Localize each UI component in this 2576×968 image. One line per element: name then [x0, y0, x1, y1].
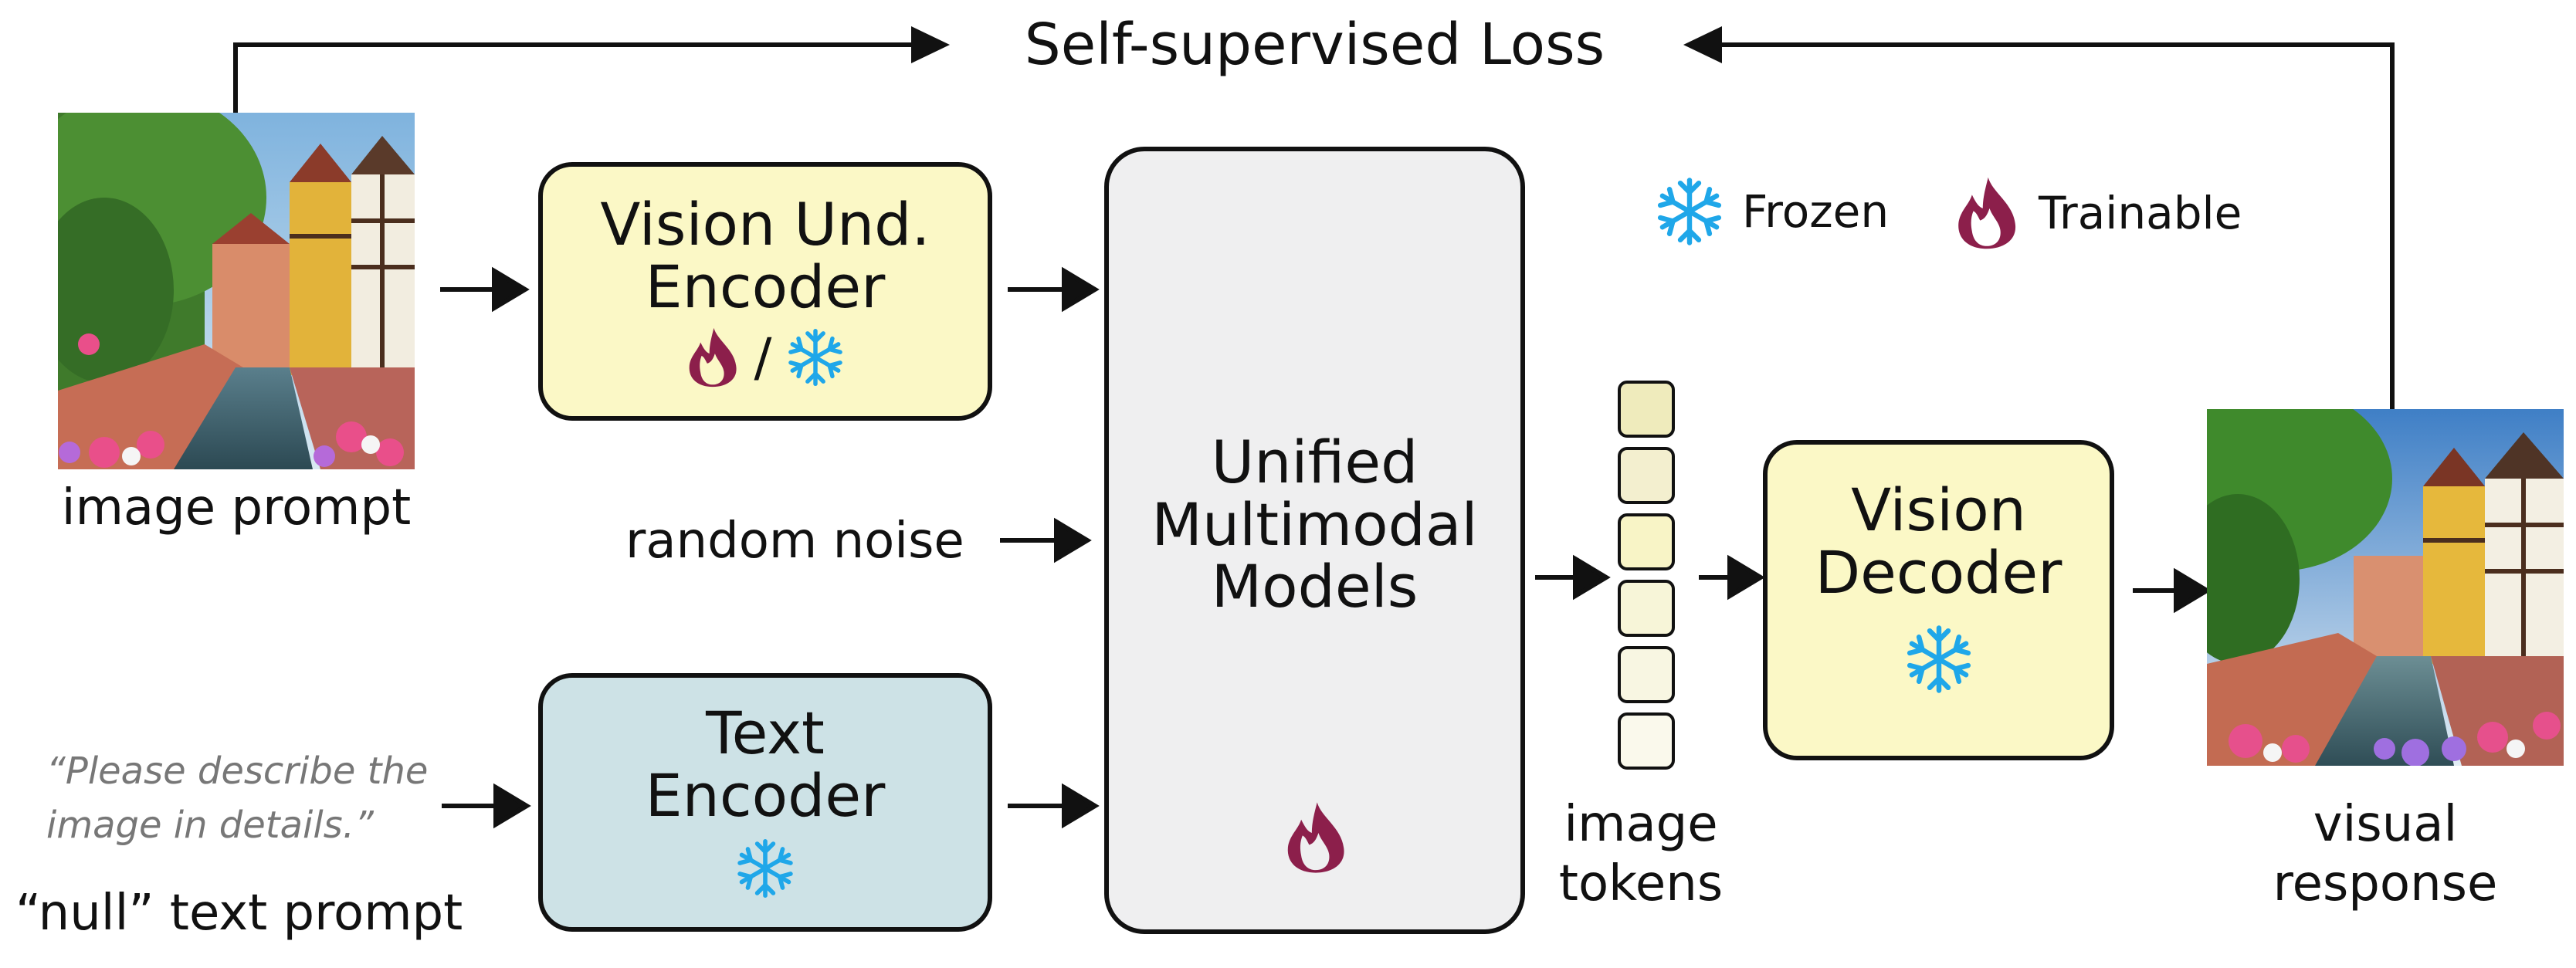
umm-title-2: Multimodal: [1151, 489, 1478, 559]
flame-icon: [1958, 177, 2016, 249]
image-prompt-photo: [58, 113, 415, 469]
image-token: [1618, 513, 1675, 570]
image-token: [1618, 447, 1675, 504]
vision-encoder-title-1: Vision Und.: [600, 189, 930, 259]
text-encoder-title-2: Encoder: [645, 760, 886, 830]
legend-frozen: Frozen: [1654, 176, 1889, 247]
image-prompt-label: image prompt: [61, 479, 412, 536]
vision-und-encoder-box: Vision Und. Encoder /: [538, 162, 992, 421]
unified-multimodal-models-box: Unified Multimodal Models: [1104, 147, 1525, 934]
quote-text: “Please describe the image in details.”: [46, 745, 428, 852]
vision-decoder-title-2: Decoder: [1815, 537, 2062, 607]
quote-line-1: “Please describe the: [46, 750, 429, 793]
flame-icon: [1287, 802, 1344, 873]
vision-encoder-title-2: Encoder: [645, 252, 886, 321]
visual-response-photo: [2207, 409, 2564, 766]
vision-encoder-status: /: [685, 326, 846, 389]
legend-trainable-label: Trainable: [2039, 187, 2242, 239]
image-token: [1618, 712, 1675, 770]
text-encoder-box: Text Encoder: [538, 673, 992, 932]
legend-frozen-label: Frozen: [1742, 185, 1890, 238]
loss-arrowhead-left: [1683, 26, 1722, 63]
tokens-label-line-2: tokens: [1558, 855, 1724, 912]
quote-line-2: image in details.”: [46, 803, 374, 847]
legend-trainable: Trainable: [1952, 176, 2242, 250]
text-encoder-status: [734, 838, 796, 902]
vision-decoder-title-1: Vision: [1851, 475, 2026, 544]
image-token: [1618, 580, 1675, 637]
snowflake-icon: [1907, 625, 1971, 693]
text-encoder-title-1: Text: [706, 698, 825, 767]
image-tokens-label: image tokens: [1533, 795, 1749, 914]
visual-response-label: visual response: [2207, 795, 2564, 914]
vision-decoder-status: [1903, 624, 1974, 698]
snowflake-icon: [1657, 178, 1722, 245]
status-separator: /: [754, 327, 772, 388]
flow-arrows: [440, 266, 2212, 829]
image-token: [1618, 646, 1675, 703]
snowflake-icon: [788, 328, 843, 387]
loss-title: Self-supervised Loss: [1024, 12, 1605, 78]
image-token: [1618, 381, 1675, 438]
flame-icon: [689, 327, 737, 388]
tokens-label-line-1: image: [1564, 796, 1718, 853]
random-noise-label: random noise: [625, 513, 964, 570]
loss-line-right: [1722, 42, 2395, 409]
loss-line-left: [233, 42, 911, 113]
vision-decoder-box: Vision Decoder: [1763, 440, 2114, 760]
loss-arrowhead-right: [911, 26, 950, 63]
snowflake-icon: [737, 839, 793, 899]
umm-title-1: Unified: [1211, 428, 1418, 497]
visual-response-line-1: visual: [2313, 796, 2458, 853]
visual-response-line-2: response: [2273, 855, 2498, 912]
umm-title-3: Models: [1211, 552, 1418, 621]
null-prompt-label: “null” text prompt: [15, 885, 463, 942]
